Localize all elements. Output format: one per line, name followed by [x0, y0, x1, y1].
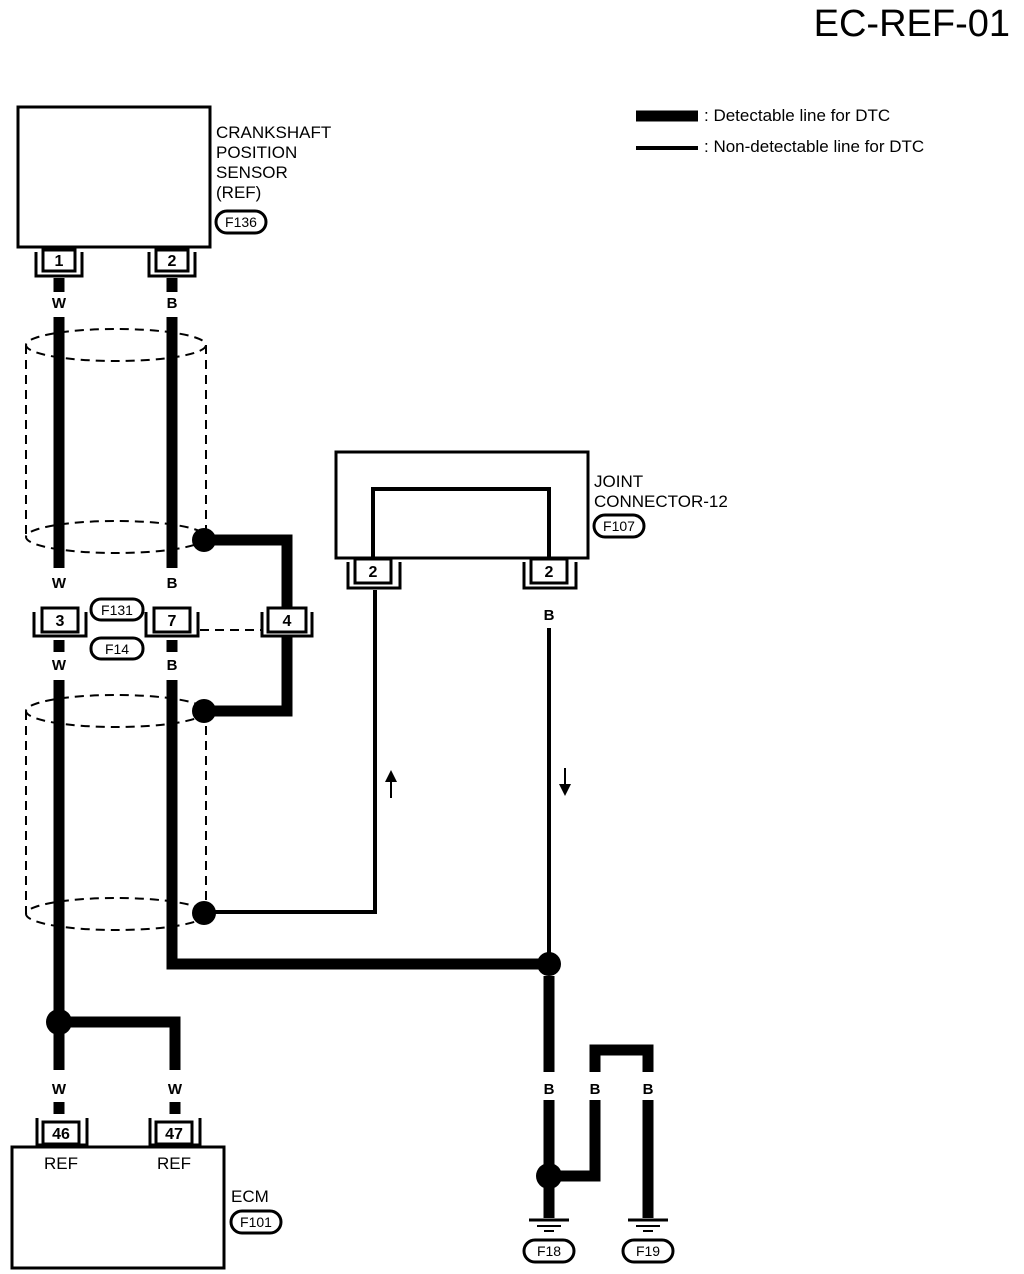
joint-connector-internal-link: [371, 487, 551, 558]
joint-pin-right-number: 2: [545, 564, 554, 581]
arrow-down-icon: [559, 784, 571, 796]
crankshaft-position-sensor: CRANKSHAFT POSITION SENSOR (REF) F136 1 …: [16, 105, 331, 278]
mid-pin7-number: 7: [168, 613, 177, 630]
sensor-pin1-box: [41, 248, 77, 273]
mid-pin4-box: [266, 606, 308, 634]
ground-loop-wire: [589, 1044, 654, 1072]
ground-splice-dot: [537, 952, 561, 976]
mid-pin3-box: [40, 606, 80, 634]
wire-color-label: B: [167, 657, 178, 674]
joint-label-line1: JOINT: [594, 472, 643, 491]
w-branch-wire: [59, 1016, 181, 1070]
sensor-pin1-bracket: [34, 252, 84, 278]
sensor-label-line4: (REF): [216, 183, 261, 202]
ecm-connector-badge: [229, 1209, 283, 1235]
b-wire: [166, 680, 548, 970]
ecm-pin47-label: REF: [157, 1154, 191, 1173]
ground-f19-badge: [621, 1238, 675, 1264]
sensor-label-line2: POSITION: [216, 143, 297, 162]
joint-pin-left-box: [353, 557, 393, 585]
ecm-label: ECM: [231, 1187, 269, 1206]
wire-color-label: B: [544, 607, 555, 624]
mid-pin7-box: [152, 606, 192, 634]
ground-wire: [549, 1100, 601, 1182]
ground-f18-badge: [522, 1238, 576, 1264]
shield-drain-wire: [204, 534, 293, 613]
sensor-label-line3: SENSOR: [216, 163, 288, 182]
wire-color-label: W: [52, 657, 67, 674]
shield-splice-dot: [192, 699, 216, 723]
ecm-body: [10, 1145, 226, 1270]
wire-color-label: B: [643, 1081, 654, 1098]
shield-splice-dot: [192, 901, 216, 925]
wire-color-label: B: [167, 575, 178, 592]
joint-label-line2: CONNECTOR-12: [594, 492, 728, 511]
sensor-body: [16, 105, 212, 249]
sensor-pin1-number: 1: [55, 253, 64, 270]
ecm-pin47-number: 47: [165, 1126, 183, 1143]
shield-ellipse: [25, 328, 207, 362]
ecm-connector-code: F101: [240, 1214, 272, 1230]
ecm-pin46-label: REF: [44, 1154, 78, 1173]
lower-shield: [25, 694, 207, 931]
wire-color-label: B: [590, 1081, 601, 1098]
sensor-pin2-number: 2: [168, 253, 177, 270]
wire-color-label: W: [168, 1081, 183, 1098]
ground-symbol-icon: [529, 1218, 569, 1232]
shield-ellipse: [25, 520, 207, 554]
mid-pin4-number: 4: [283, 613, 292, 630]
wire-color-label: B: [544, 1081, 555, 1098]
joint-pin-left-number: 2: [369, 564, 378, 581]
joint-pin-left-bracket: [346, 562, 402, 590]
legend-detectable-text: : Detectable line for DTC: [704, 106, 890, 125]
ecm-pin47-box: [154, 1120, 194, 1146]
page-title: EC-REF-01: [814, 3, 1010, 45]
shield-ellipse: [25, 897, 207, 931]
sensor-label-line1: CRANKSHAFT: [216, 123, 331, 142]
mid-connector: 3 7 4 F131 F14: [32, 597, 314, 661]
mid-pin3-number: 3: [56, 613, 65, 630]
shield-return-wire: [204, 590, 377, 914]
legend: : Detectable line for DTC : Non-detectab…: [636, 106, 924, 156]
ecm: 46 47 REF REF ECM F101: [10, 1118, 283, 1270]
sensor-pin2-box: [154, 248, 190, 273]
mid-pin3-bracket: [32, 612, 88, 638]
legend-non-detectable-text: : Non-detectable line for DTC: [704, 137, 924, 156]
ground-f18-code: F18: [537, 1243, 561, 1259]
joint-connector-body: [334, 450, 590, 560]
shield-ellipse: [25, 694, 207, 728]
joint-connector-badge: [592, 513, 646, 539]
arrow-up-icon: [385, 770, 397, 782]
joint-pin-right-bracket: [522, 562, 578, 590]
ground-f19-code: F19: [636, 1243, 660, 1259]
sensor-pin2-bracket: [147, 252, 197, 278]
mid-connector-code-bottom: F14: [105, 641, 129, 657]
wire-color-label: W: [52, 295, 67, 312]
ground-symbol-icon: [628, 1218, 668, 1232]
shield-drain-wire: [204, 636, 293, 717]
wire-color-label: B: [167, 295, 178, 312]
sensor-connector-code: F136: [225, 214, 257, 230]
mid-connector-code-top: F131: [101, 602, 133, 618]
sensor-connector-badge: [214, 209, 268, 235]
upper-shield: [25, 328, 207, 554]
wire-color-label: W: [52, 1081, 67, 1098]
ecm-pin46-number: 46: [52, 1126, 70, 1143]
joint-connector-code: F107: [603, 518, 635, 534]
ecm-pin46-box: [41, 1120, 81, 1146]
wire-color-label: W: [52, 575, 67, 592]
mid-connector-badge-top: [89, 597, 145, 622]
joint-connector-12: JOINT CONNECTOR-12 F107 2 2: [334, 450, 728, 590]
mid-pin7-bracket: [144, 612, 200, 638]
joint-pin-right-box: [529, 557, 569, 585]
mid-connector-badge-bottom: [89, 636, 145, 661]
